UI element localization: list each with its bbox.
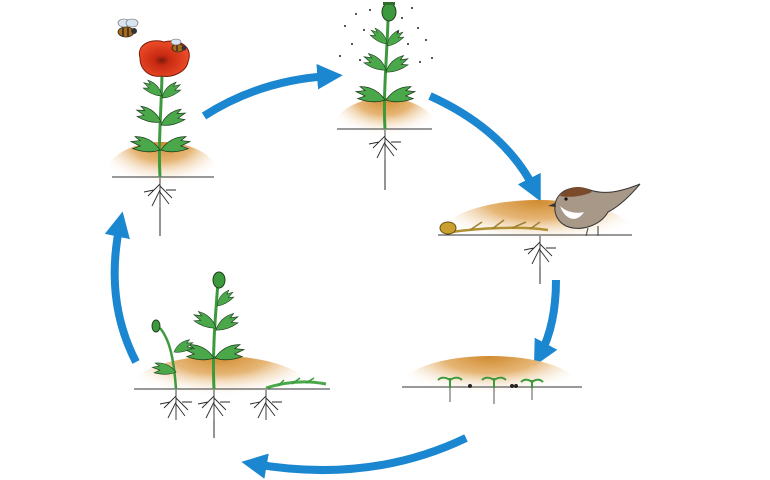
- seedling-icon: [437, 376, 463, 402]
- bee-icon: [117, 18, 139, 38]
- seedling-icon: [520, 378, 544, 400]
- soil-mound: [400, 356, 580, 420]
- arrow-dispersal-to-germination: [533, 279, 560, 367]
- fallen-stem-icon: [439, 219, 549, 235]
- stage-seed-dispersal: [438, 183, 641, 284]
- bee-icon: [170, 38, 187, 53]
- bird-icon: [548, 183, 641, 237]
- tall-plant-icon: [182, 271, 247, 390]
- cycle-arrows: [104, 63, 560, 479]
- scattered-seeds: [339, 7, 433, 63]
- soil-mound: [104, 142, 220, 214]
- bent-bud-plant-icon: [150, 319, 196, 390]
- arrow-growth-to-flower: [104, 211, 140, 364]
- seed-capsule-icon: [381, 2, 397, 22]
- buried-seeds: [468, 384, 518, 388]
- arrow-capsule-to-dispersal: [428, 92, 541, 202]
- stage-growth: [130, 271, 330, 438]
- stage-flowering: [104, 18, 220, 236]
- rosette-icon: [265, 377, 327, 390]
- arrow-germination-to-growth: [241, 434, 468, 479]
- seedling-icon: [481, 376, 507, 404]
- stage-seed-capsule: [333, 2, 437, 190]
- arrow-flower-to-capsule: [201, 63, 343, 120]
- stage-germination: [400, 356, 582, 420]
